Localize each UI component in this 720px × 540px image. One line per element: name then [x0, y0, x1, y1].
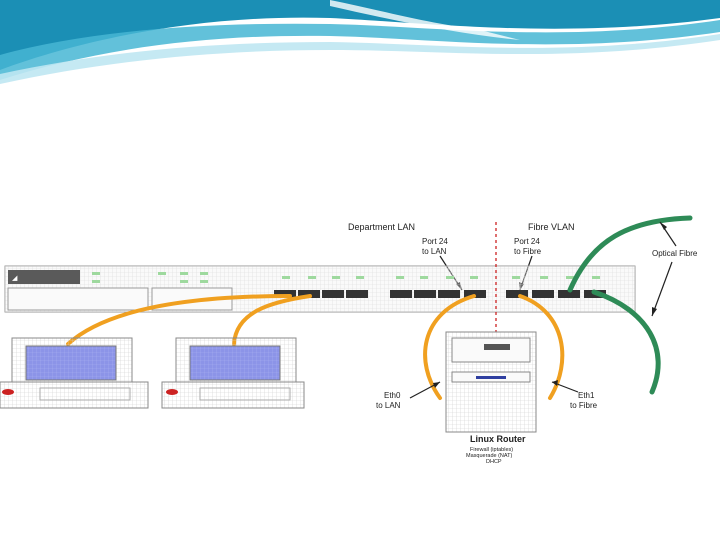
svg-text:◢: ◢ — [12, 275, 18, 282]
header-swoosh — [0, 0, 720, 84]
eth1-label-line1: Eth1 — [578, 391, 595, 400]
fibre-cable-bottom — [591, 289, 661, 395]
workstation-1 — [0, 337, 149, 409]
switch-status-leds — [92, 272, 600, 283]
workstation-2 — [161, 337, 305, 409]
lan-cable-pc2 — [232, 294, 312, 346]
router-detail-2: Masquerade (NAT) — [466, 453, 513, 459]
lan-cables — [66, 294, 565, 400]
optical-fibre-label-group: Optical Fibre — [651, 221, 698, 317]
network-switch: ◢ — [4, 265, 636, 313]
optical-fibre-label: Optical Fibre — [652, 249, 698, 258]
port24-lan-label-line1: Port 24 — [422, 237, 448, 246]
router-detail-1: Firewall (iptables) — [470, 447, 513, 453]
eth1-label-line2: to Fibre — [570, 401, 598, 410]
linux-router: Linux Router Firewall (iptables) Masquer… — [445, 331, 537, 465]
lan-cable-eth0 — [423, 294, 476, 400]
lan-cable-eth1 — [518, 294, 565, 400]
router-title: Linux Router — [470, 434, 526, 444]
eth0-label-line1: Eth0 — [384, 391, 401, 400]
fibre-vlan-label: Fibre VLAN — [528, 222, 575, 232]
eth-labels: Eth0 to LAN Eth1 to Fibre — [376, 380, 598, 410]
fibre-cables — [567, 215, 693, 395]
department-lan-label: Department LAN — [348, 222, 415, 232]
port24-fibre-label-line2: to Fibre — [514, 247, 542, 256]
eth0-label-line2: to LAN — [376, 401, 401, 410]
port24-lan-label-line2: to LAN — [422, 247, 447, 256]
lan-cable-pc1 — [66, 294, 292, 346]
fibre-cable-top — [567, 215, 693, 293]
port24-fibre-label-line1: Port 24 — [514, 237, 540, 246]
router-detail-3: DHCP — [486, 459, 502, 465]
